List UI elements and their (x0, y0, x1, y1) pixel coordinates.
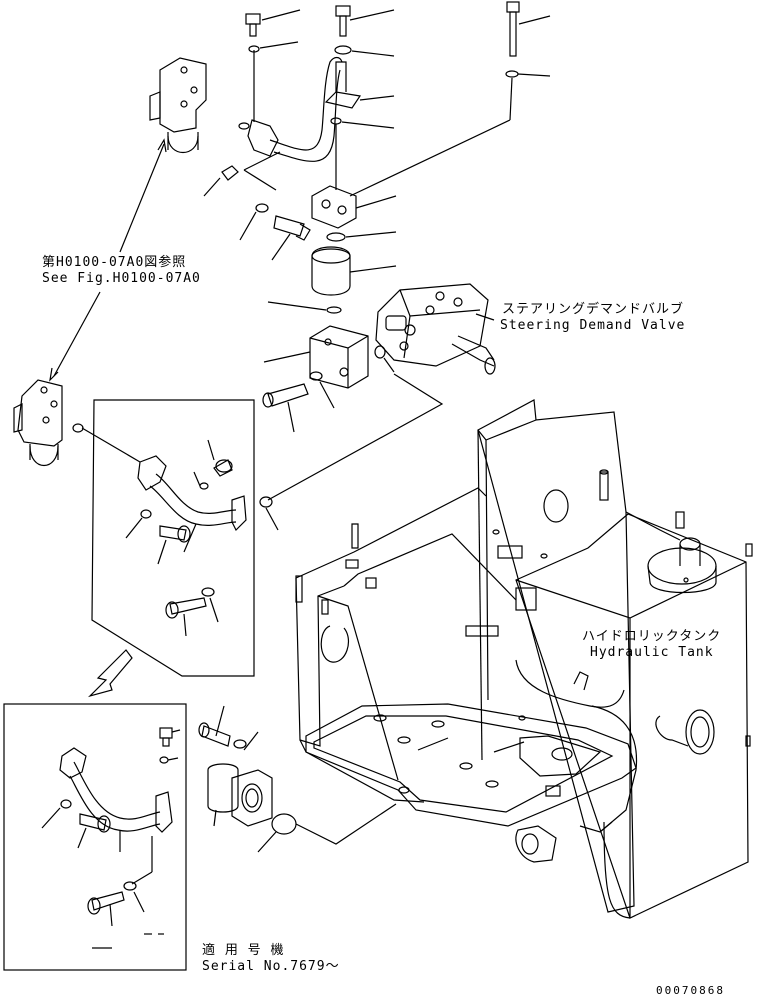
bolt-bottom-b (77, 813, 111, 849)
bolt-bottom-c (87, 891, 125, 927)
o-ring-small (267, 301, 342, 314)
gasket (257, 803, 397, 853)
valve-label-jp: ステアリングデマンドバルブ (502, 301, 684, 317)
washer-bottom-c (123, 836, 153, 913)
bolt-middle-b (157, 525, 191, 565)
serial-label-en: Serial No.7679～ (202, 959, 340, 974)
long-bolt (506, 1, 551, 57)
tank-label-jp: ハイドロリックタンク (582, 629, 721, 644)
pipe-upper (247, 50, 343, 162)
orbitrol-lower (13, 379, 84, 466)
reference-arrows (49, 138, 167, 382)
pipe-middle (137, 455, 247, 553)
see-fig-label-jp: 第H0100-07A0図参照 (42, 254, 186, 270)
washer-mid-left (239, 203, 269, 241)
down-arrow (87, 649, 133, 698)
o-ring-flange (326, 231, 397, 242)
detail-box-middle (91, 399, 255, 677)
o-ring-valve (374, 345, 395, 373)
washer-top-center (334, 45, 395, 57)
washer-middle-b (125, 509, 152, 539)
washer-bottom-b (41, 799, 72, 829)
manifold-block (263, 325, 369, 389)
steering-demand-valve (375, 283, 496, 375)
serial-label-jp: 適 用 号 機 (202, 942, 284, 958)
see-fig-label-en: See Fig.H0100-07A0 (42, 271, 201, 286)
fitting-small (203, 165, 239, 197)
bolt-middle-a (207, 439, 233, 477)
bolt-top-left (245, 9, 301, 37)
clamp-upper (324, 61, 395, 109)
tank-frame-assembly (295, 399, 753, 919)
bolt-lower-middle (198, 705, 231, 747)
washer-manifold (309, 371, 335, 409)
bolt-bottom-a (159, 727, 181, 747)
washer-middle-c (201, 587, 219, 623)
pipe-bottom (59, 747, 173, 852)
bolt-mid-left (271, 215, 311, 261)
detail-box-bottom (3, 703, 187, 971)
bolt-manifold (262, 383, 309, 433)
washer-top-left (248, 41, 299, 53)
valve-label-en: Steering Demand Valve (500, 318, 685, 333)
o-ring-upper (330, 117, 395, 190)
washer-long-bolt (349, 70, 551, 197)
tank-label-en: Hydraulic Tank (590, 645, 714, 660)
adapter-fitting (207, 763, 273, 827)
washer-bottom-a (159, 756, 179, 764)
solenoid-coil (311, 246, 397, 296)
bolt-top-center (335, 5, 395, 37)
drawing-number: 00070868 (656, 984, 725, 997)
flange-block (311, 185, 397, 229)
orbitrol-upper (149, 57, 250, 153)
bolt-middle-c (165, 597, 207, 637)
washer-lower-middle (233, 731, 259, 751)
washer-middle-a (193, 471, 209, 490)
